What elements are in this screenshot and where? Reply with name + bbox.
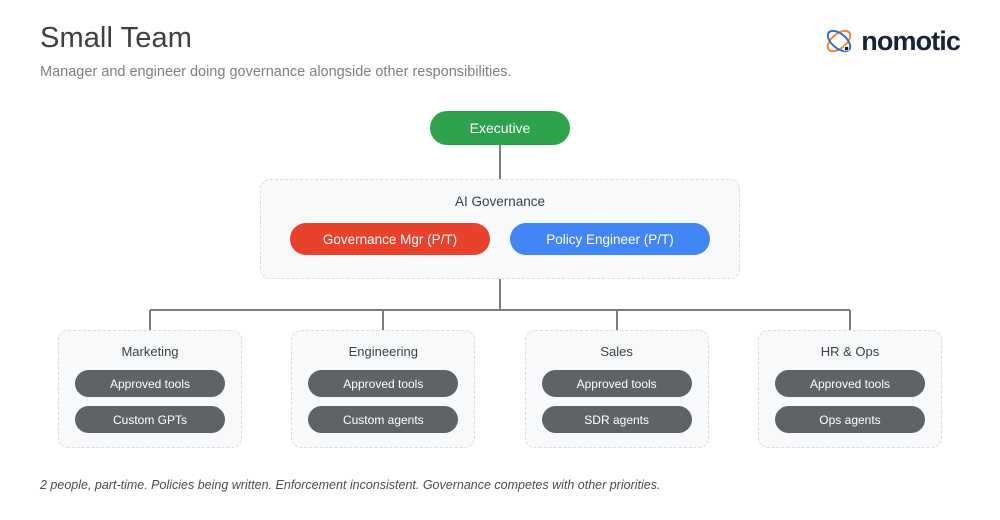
department-marketing: Marketing Approved tools Custom GPTs [58, 330, 242, 448]
governance-role-list: Governance Mgr (P/T) Policy Engineer (P/… [261, 223, 739, 255]
group-title-ai-governance: AI Governance [454, 194, 546, 209]
orbital-atom-icon [827, 29, 852, 53]
department-title: HR & Ops [820, 344, 880, 359]
department-item-list: Approved tools Custom GPTs [59, 370, 241, 433]
department-item[interactable]: Custom agents [308, 406, 459, 433]
department-item[interactable]: Approved tools [75, 370, 225, 397]
department-hr-ops: HR & Ops Approved tools Ops agents [757, 330, 942, 448]
department-title: Sales [600, 344, 633, 359]
department-item-list: Approved tools SDR agents [526, 370, 708, 433]
department-title: Marketing [121, 344, 179, 359]
node-policy-engineer[interactable]: Policy Engineer (P/T) [510, 223, 710, 255]
node-executive[interactable]: Executive [430, 111, 570, 145]
footnote: 2 people, part-time. Policies being writ… [40, 478, 661, 492]
department-item-list: Approved tools Ops agents [759, 370, 941, 433]
department-item[interactable]: Approved tools [308, 370, 459, 397]
department-item[interactable]: Custom GPTs [75, 406, 225, 433]
brand-logo: nomotic [824, 25, 961, 56]
department-row: Marketing Approved tools Custom GPTs Eng… [58, 330, 942, 448]
department-item[interactable]: SDR agents [541, 406, 692, 433]
department-item[interactable]: Approved tools [774, 370, 925, 397]
department-item-list: Approved tools Custom agents [292, 370, 474, 433]
page-title: Small Team [40, 22, 192, 54]
group-ai-governance: AI Governance Governance Mgr (P/T) Polic… [260, 179, 740, 279]
department-item[interactable]: Approved tools [541, 370, 692, 397]
department-item[interactable]: Ops agents [774, 406, 925, 433]
page-subtitle: Manager and engineer doing governance al… [40, 64, 512, 80]
department-title: Engineering [348, 344, 419, 359]
brand-wordmark: nomotic [861, 25, 961, 56]
department-engineering: Engineering Approved tools Custom agents [291, 330, 476, 448]
node-governance-mgr[interactable]: Governance Mgr (P/T) [290, 223, 490, 255]
department-sales: Sales Approved tools SDR agents [524, 330, 709, 448]
